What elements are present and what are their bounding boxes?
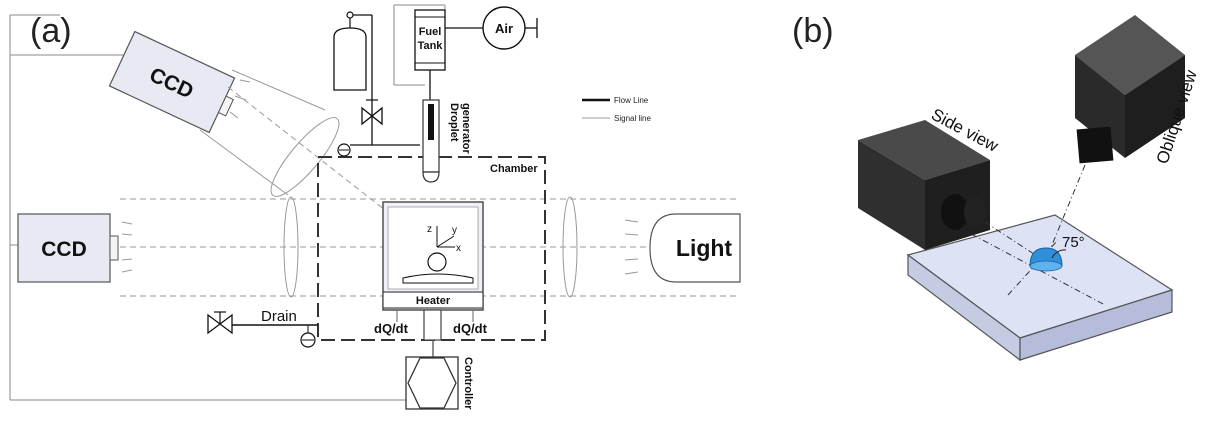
controller-label: Controller <box>462 357 474 410</box>
legend-flow-line: Flow Line <box>614 96 649 105</box>
gas-supply <box>333 11 420 157</box>
droplet-generator: Droplet generator <box>422 99 472 183</box>
chamber-label: Chamber <box>490 163 538 175</box>
ccd-left-label: CCD <box>41 238 87 261</box>
droplet-generator-line1: Droplet <box>448 103 460 142</box>
axis-z: z <box>427 224 432 235</box>
panel-b-label: (b) <box>792 12 834 50</box>
substrate-a <box>402 273 474 284</box>
angle-label: 75° <box>1062 234 1085 251</box>
dqdt-left: dQ/dt <box>374 321 409 336</box>
lens-right <box>562 196 578 298</box>
heater-block <box>382 291 484 309</box>
legend-signal-line: Signal line <box>614 114 651 123</box>
test-cell: z y x Heater dQ/dt dQ/dt <box>374 201 488 341</box>
drain: Drain <box>207 308 318 348</box>
oblique-view-camera: Oblique view <box>1075 15 1201 166</box>
ccd-top: CCD <box>108 30 236 134</box>
panel-a-label: (a) <box>30 12 72 50</box>
light-label: Light <box>676 235 733 261</box>
ccd-top-beam <box>199 69 386 211</box>
drain-label: Drain <box>261 308 297 325</box>
ccd-left: CCD <box>17 213 119 283</box>
light-source: Light <box>649 213 741 283</box>
plate <box>906 214 1174 362</box>
air-label: Air <box>495 21 513 36</box>
lens-left <box>283 196 299 298</box>
signal-lines <box>9 4 446 401</box>
panel-a: (a) CCD <box>9 4 741 410</box>
air-pump: Air <box>482 6 538 50</box>
controller: Controller <box>405 340 474 410</box>
axis-y: y <box>452 225 457 236</box>
droplet-a <box>427 252 447 272</box>
fuel-tank: Fuel Tank <box>414 9 484 100</box>
droplet-b: 75° <box>1029 234 1085 272</box>
side-view-axis <box>984 221 1041 259</box>
fuel-tank-line1: Fuel <box>419 26 442 38</box>
heater-label: Heater <box>416 295 451 307</box>
dqdt-right: dQ/dt <box>453 321 488 336</box>
panel-b: (b) Side view Oblique view <box>792 12 1201 362</box>
droplet-generator-line2: generator <box>460 103 472 154</box>
axis-x: x <box>456 243 461 254</box>
oblique-view-axis <box>1044 164 1086 263</box>
legend: Flow Line Signal line <box>582 96 651 123</box>
side-view-camera: Side view <box>858 105 1002 250</box>
fuel-tank-line2: Tank <box>418 40 444 52</box>
